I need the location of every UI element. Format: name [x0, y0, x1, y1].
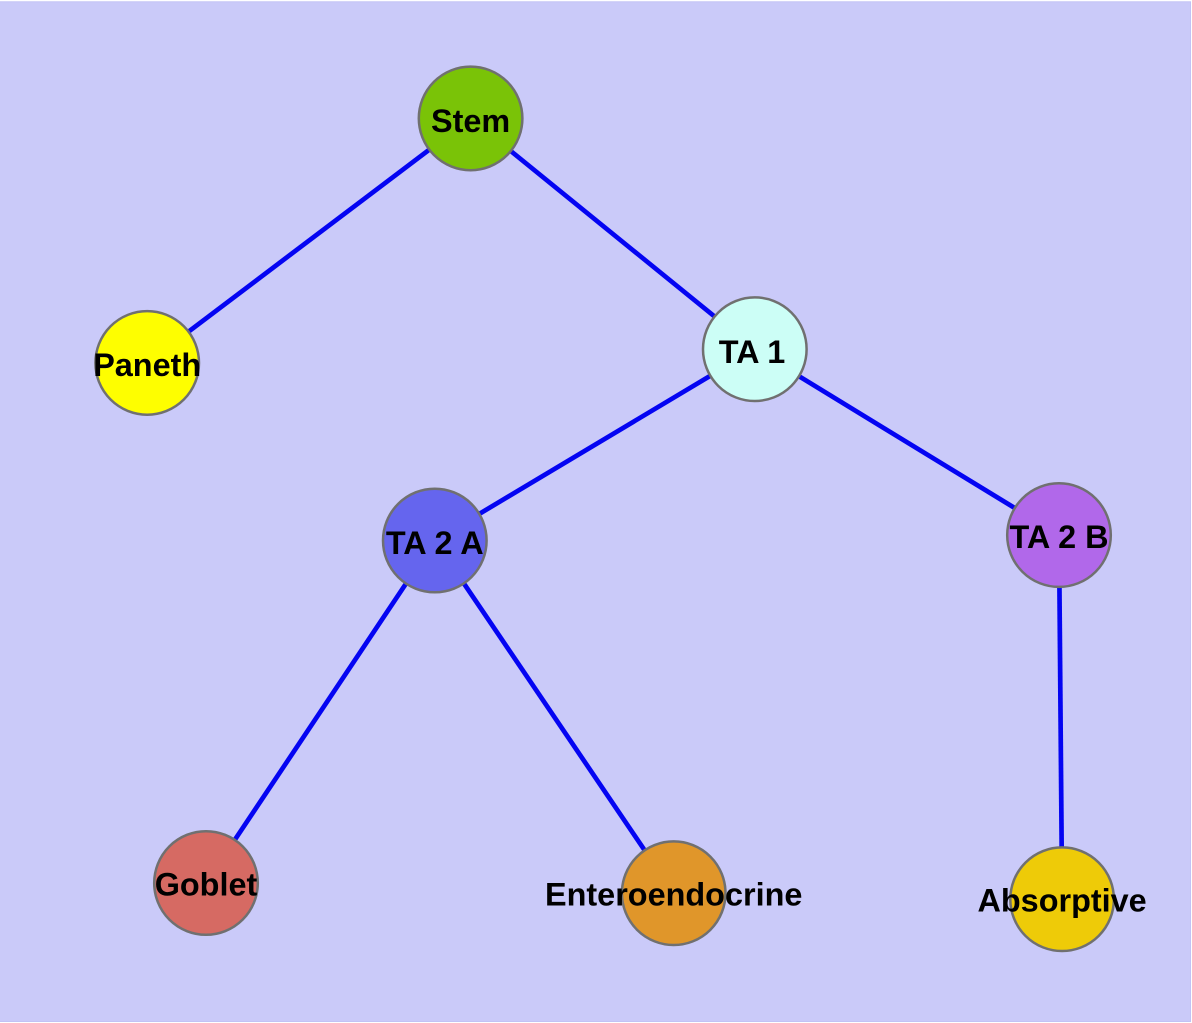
svg-text:TA 1: TA 1	[719, 334, 786, 370]
svg-text:Goblet: Goblet	[155, 866, 258, 902]
svg-text:TA 2 A: TA 2 A	[386, 525, 484, 561]
svg-text:Stem: Stem	[431, 103, 510, 139]
svg-text:TA 2 B: TA 2 B	[1010, 519, 1109, 555]
svg-text:Enteroendocrine: Enteroendocrine	[545, 877, 802, 913]
svg-text:Absorptive: Absorptive	[978, 883, 1147, 919]
svg-text:Paneth: Paneth	[93, 347, 201, 383]
